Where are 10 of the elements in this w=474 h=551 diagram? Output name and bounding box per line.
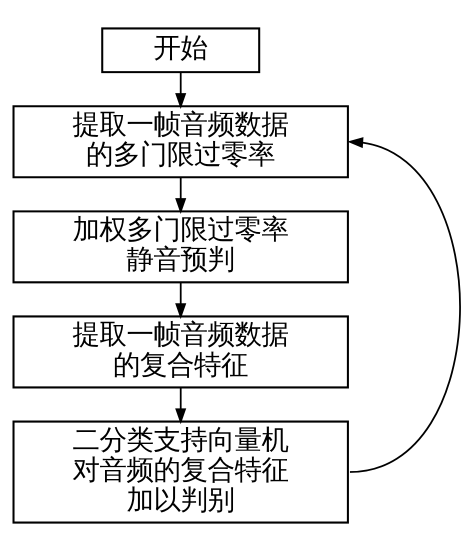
node-box: 开始 <box>101 27 260 74</box>
node-box: 提取一帧音频数据的复合特征 <box>12 315 349 388</box>
node-box: 提取一帧音频数据的多门限过零率 <box>12 105 349 178</box>
arrow <box>175 282 186 320</box>
arrow <box>175 177 186 214</box>
arrow <box>175 387 186 424</box>
arrow <box>175 72 186 109</box>
node-box: 二分类支持向量机对音频的复合特征加以判别 <box>12 420 349 524</box>
node-box: 加权多门限过零率静音预判 <box>12 210 349 284</box>
arrow <box>347 137 461 473</box>
